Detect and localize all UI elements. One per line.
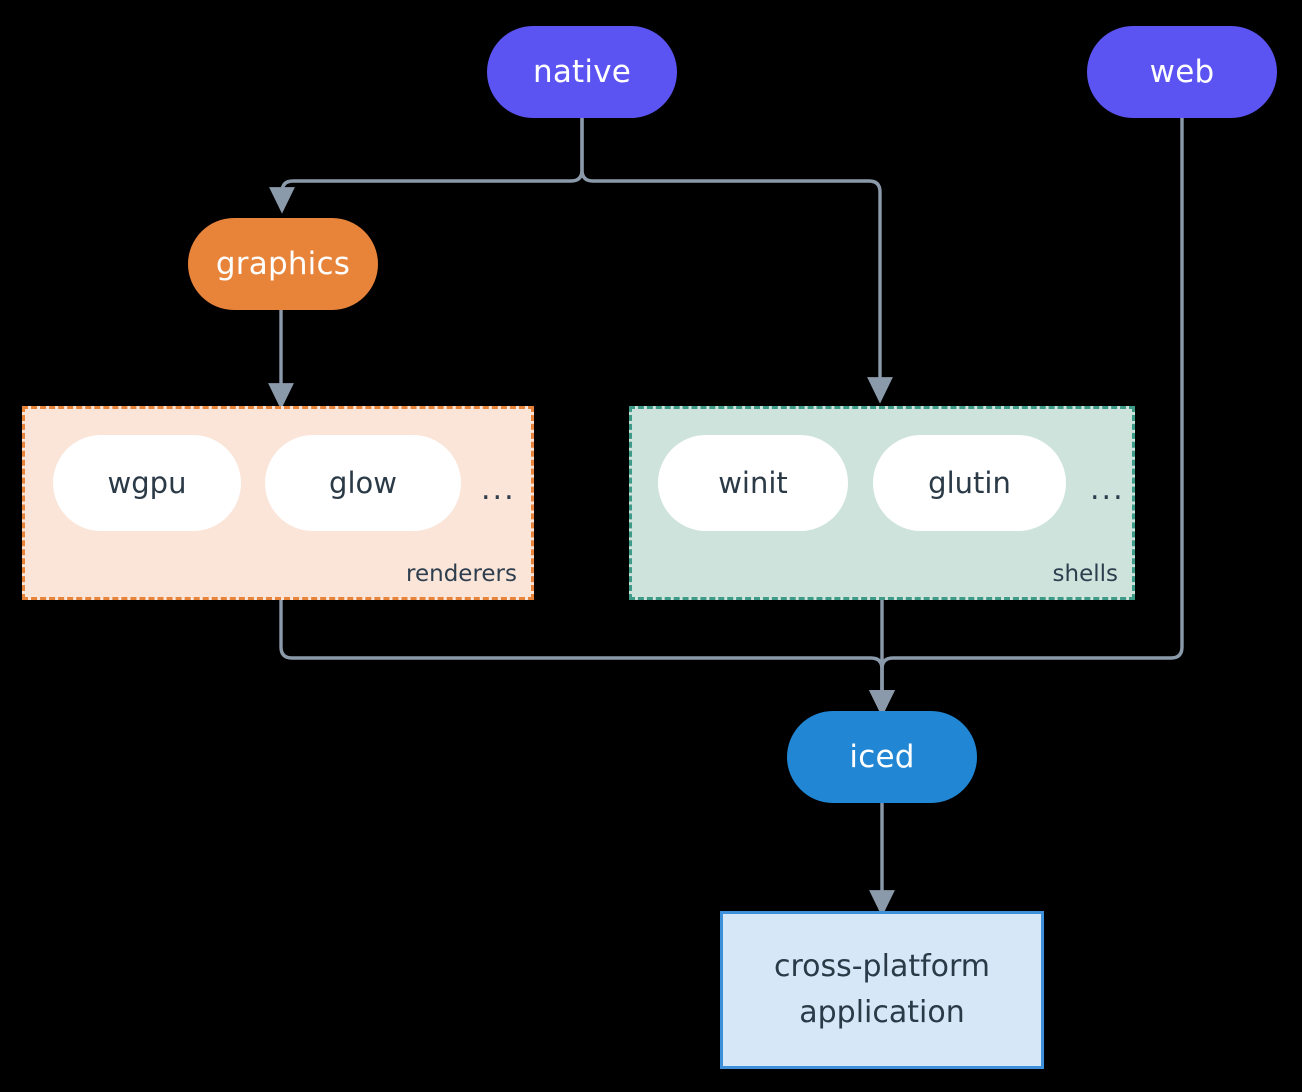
node-graphics-label: graphics [215, 245, 351, 282]
item-winit-label: winit [718, 466, 788, 500]
node-iced-label: iced [849, 738, 915, 775]
node-cross-platform-application[interactable]: cross-platform application [720, 911, 1044, 1069]
group-shells-label: shells [1052, 561, 1118, 587]
application-label-line2: application [799, 995, 965, 1030]
shells-overflow-ellipsis: ... [1090, 472, 1125, 507]
item-glutin-label: glutin [928, 466, 1011, 500]
edge-renderers-to-iced [279, 598, 895, 717]
edge-native-to-graphics [269, 116, 584, 214]
application-label-line1: cross-platform [773, 948, 991, 984]
renderers-overflow-ellipsis: ... [481, 472, 516, 507]
item-glow[interactable]: glow [265, 435, 461, 531]
node-web-label: web [1149, 53, 1215, 90]
node-native-label: native [532, 53, 632, 90]
node-native[interactable]: native [487, 26, 677, 118]
item-winit[interactable]: winit [658, 435, 848, 531]
node-web[interactable]: web [1087, 26, 1277, 118]
item-glutin[interactable]: glutin [873, 435, 1066, 531]
item-wgpu-label: wgpu [107, 466, 187, 500]
node-iced[interactable]: iced [787, 711, 977, 803]
item-wgpu[interactable]: wgpu [53, 435, 241, 531]
node-graphics[interactable]: graphics [188, 218, 378, 310]
item-glow-label: glow [329, 466, 397, 500]
group-renderers[interactable]: wgpu glow ... renderers [22, 406, 534, 600]
group-shells[interactable]: winit glutin ... shells [629, 406, 1135, 600]
group-renderers-label: renderers [406, 561, 517, 587]
edge-native-to-shells [580, 116, 893, 404]
